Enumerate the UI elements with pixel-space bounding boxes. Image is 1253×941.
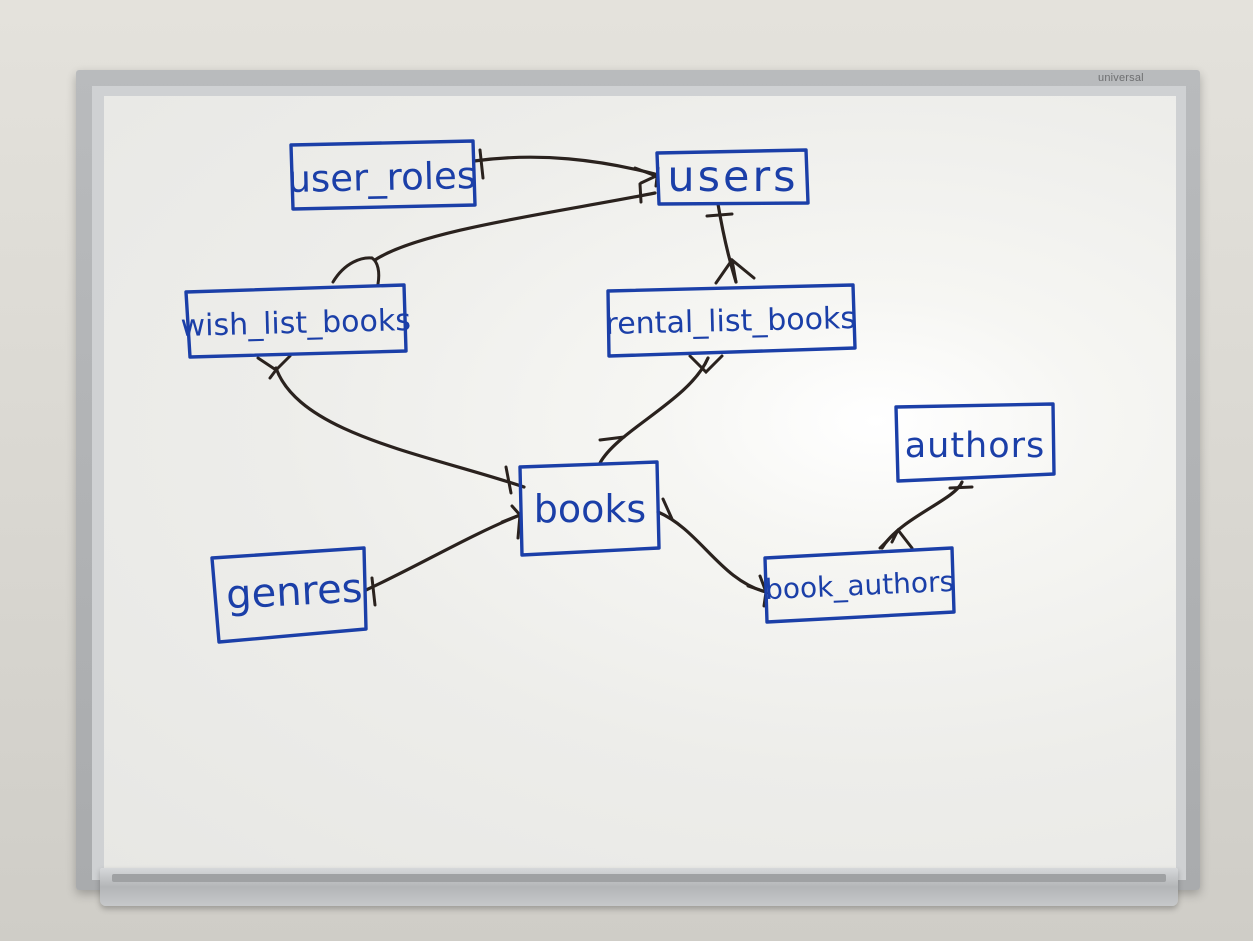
entity-box-rental-list-books [606,283,857,358]
brand-logo: universal [1098,72,1144,84]
entity-box-genres [210,546,368,644]
relationship-books-book-authors [656,510,768,594]
relationship-genres-books [364,513,522,592]
entity-box-user-roles [289,139,477,211]
entity-label-wish-list-books: wish_list_books [180,303,411,344]
many-mark-rental-bottom [688,354,724,375]
entity-label-genres: genres [225,565,364,618]
entity-label-rental-list-books: rental_list_books [605,301,856,342]
relationship-books-wish-list-books [274,366,526,489]
entity-label-user-roles: user_roles [287,154,476,201]
many-mark-books-genres [500,504,523,540]
whiteboard-surface [104,96,1176,870]
relationship-users-wish-list-books [373,191,657,262]
many-mark-wish-top [331,256,381,286]
many-mark-book-authors-top [878,527,914,550]
entity-label-authors: authors [905,426,1046,466]
one-mark-books-rental [598,435,626,442]
one-mark-users-rental [705,212,734,218]
one-mark-user-roles [478,148,485,180]
many-mark-rental-top [714,257,756,285]
entity-box-books [518,460,661,557]
cardinality-marks [256,148,974,608]
entity-box-wish-list-books [184,283,408,359]
entity-box-authors [894,402,1056,483]
entity-boxes [184,139,1056,644]
relationship-user-roles-users [472,155,657,176]
one-mark-authors [948,485,974,490]
many-mark-wish-bottom [256,354,292,380]
many-mark-book-authors-left [746,574,769,608]
entity-labels: user_roles users wish_list_books rental_… [180,152,1046,619]
one-mark-genres [370,576,377,607]
entity-label-books: books [534,487,646,531]
relationship-books-rental-list-books [598,356,710,465]
marker-tray-lip [112,874,1166,882]
entity-box-book-authors [763,546,956,624]
entity-label-book-authors: book_authors [764,565,954,606]
one-mark-books-book-authors [661,497,674,521]
entity-label-users: users [667,152,798,202]
one-mark-books-wish [504,465,513,495]
one-mark-users-wish [638,182,643,204]
entity-box-users [655,148,810,206]
